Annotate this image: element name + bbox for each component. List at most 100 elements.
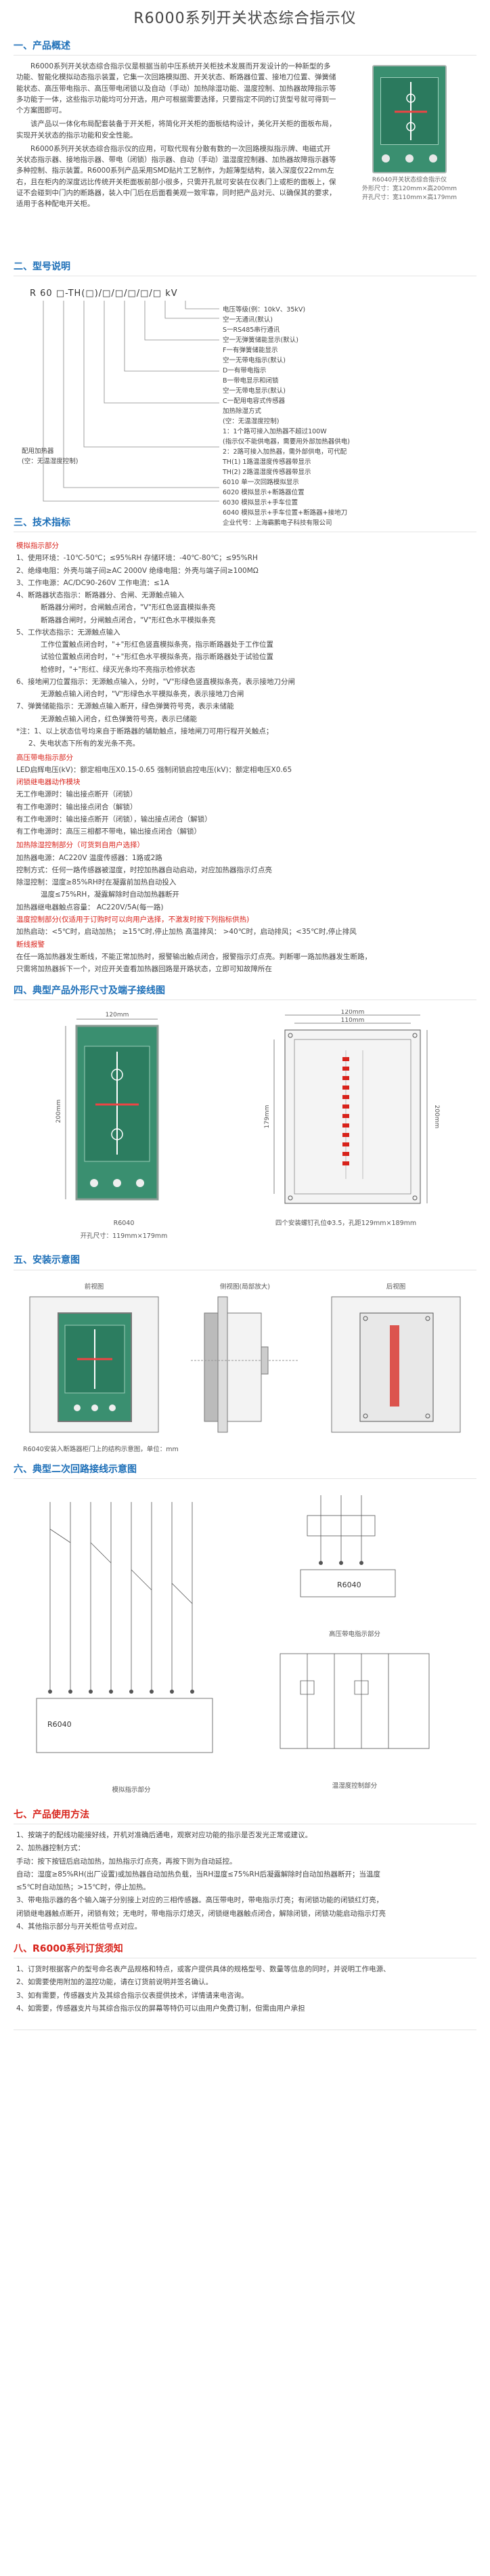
order-item: 4、如需要，传感器支片与其综合指示仪的屏幕等特仍可以由用户免费订制，但需由用户承… (16, 2004, 305, 2013)
order-list: 1、订货时根据客户的型号命名表产品规格和特点，或客户提供具体的规格型号、数量等信… (16, 1964, 474, 2014)
section-overview-header: 一、产品概述 (14, 38, 476, 56)
order-body: 1、订货时根据客户的型号命名表产品规格和特点，或客户提供具体的规格型号、数量等信… (0, 1958, 490, 2023)
tech-line: 1、使用环境：-10℃-50℃；≤95%RH 存储环境：-40℃-80℃；≤95… (16, 554, 258, 563)
tech-line: 4、断路器状态指示：断路器分、合闸、无源触点输入 (16, 591, 185, 600)
section-order-title: 八、R6000系列订货须知 (14, 1943, 123, 1954)
high-voltage-diagram: R6040 (300, 1495, 396, 1597)
section-circuit-header: 六、典型二次回路接线示意图 (14, 1461, 476, 1480)
install-drawings: 前视图 侧视图(局部放大) (16, 1276, 474, 1442)
tech-line: 闭锁继电器动作模块 (16, 778, 81, 787)
circuit-caption: 模拟指示部分 (112, 1786, 151, 1795)
tech-line: 无源触点输入闭合时，"V"形绿色水平模拟条亮，表示接地刀合闸 (41, 690, 244, 699)
width-dim-label: 120mm (106, 1012, 129, 1018)
usage-item: 自动：湿度≥85%RH(出厂设置)或加热器自动加热负载，当RH湿度≤75%RH后… (16, 1870, 381, 1879)
tech-line: 2、失电状态下所有的发光条不亮。 (28, 739, 140, 748)
device-label: R6040 (337, 1581, 361, 1589)
model-item: 6010 单一次回路模拟显示 (223, 479, 299, 486)
section-dimension-title: 四、典型产品外形尺寸及端子接线图 (14, 985, 165, 996)
usage-item: 3、带电指示器的各个输入端子分别接上对应的三相传感器。高压带电时，带电指示灯亮；… (16, 1896, 384, 1905)
usage-list: 1、按端子的配线功能接好线，开机对准确后通电，观察对应功能的指示是否发光正常或建… (16, 1830, 474, 1932)
tech-line: 有工作电源时：输出接点断开（闭锁），输出接点闭合（解锁） (16, 815, 212, 823)
section-install-title: 五、安装示意图 (14, 1255, 80, 1266)
usage-item: 1、按端子的配线功能接好线，开机对准确后通电，观察对应功能的指示是否发光正常或建… (16, 1831, 313, 1840)
section-circuit-title: 六、典型二次回路接线示意图 (14, 1463, 137, 1475)
install-front-view: 前视图 (23, 1280, 165, 1438)
section-dimension-header: 四、典型产品外形尺寸及端子接线图 (14, 983, 476, 1001)
device-button-icon (405, 154, 414, 163)
dimension-drawings: 120mm 200mm R6040 开孔尺寸：119mm×179mm (16, 1006, 474, 1245)
usage-item: 手动：按下按钮后启动加热，加热指示灯点亮，再按下则为自动延控。 (16, 1857, 237, 1866)
section-overview-title: 一、产品概述 (14, 40, 70, 51)
sim-circuit-diagram: R6040 模拟指示部分 (23, 1488, 240, 1796)
circuit-caption: 温湿度控制部分 (332, 1782, 378, 1790)
section-order-header: 八、R6000系列订货须知 (14, 1941, 476, 1959)
section-install-header: 五、安装示意图 (14, 1253, 476, 1270)
tech-body: 模拟指示部分 1、使用环境：-10℃-50℃；≤95%RH 存储环境：-40℃-… (0, 532, 490, 983)
model-left-label: 配用加热器 (22, 448, 54, 455)
photo-caption: R6040开关状态综合指示仪 (372, 177, 447, 184)
usage-item: ≤5℃时自动加热；>15℃时，停止加热。 (16, 1883, 150, 1892)
install-caption: R6040安装入断路器柜门上的结构示意图，单位：mm (23, 1445, 179, 1453)
model-item: F一有弹簧储能显示 (223, 347, 278, 354)
device-label: R6040 (47, 1720, 72, 1729)
height-dim-label: 200mm (55, 1100, 62, 1123)
front-dimension-drawing: 120mm 200mm R6040 开孔尺寸：119mm×179mm (43, 1010, 205, 1241)
model-item: 1：1个路可接入加热器不超过100W (223, 428, 327, 435)
tech-line: 控制方式：任何一路传感器被湿度，时控加热器自动启动，对应加热器指示灯点亮 (16, 865, 272, 874)
usage-item: 2、加热器控制方式： (16, 1844, 85, 1853)
section-usage-title: 七、产品使用方法 (14, 1809, 89, 1820)
photo-caption: 外形尺寸：宽120mm×高200mm (362, 186, 457, 193)
inner-height-dim-label: 179mm (264, 1105, 271, 1129)
usage-body: 1、按端子的配线功能接好线，开机对准确后通电，观察对应功能的指示是否发光正常或建… (0, 1824, 490, 1941)
section-model-header: 二、型号说明 (14, 259, 476, 276)
device-button-icon (382, 154, 390, 163)
dimension-body: 120mm 200mm R6040 开孔尺寸：119mm×179mm (0, 1000, 490, 1252)
tech-group-title: 高压带电指示部分 (16, 753, 73, 762)
tech-line: 试验位置触点闭合时，"+"形红色水平模拟条亮，指示断路器处于试验位置 (41, 653, 273, 662)
model-item: 空一无带电指示(默认) (223, 357, 286, 364)
tech-line: 只需将加热器拆下一个，对应开关查看加热器回路是开路状态，立即可知故障所在 (16, 965, 272, 974)
install-body: 前视图 侧视图(局部放大) (0, 1270, 490, 1461)
model-item: TH(1) 1路温湿度传感器带显示 (223, 458, 311, 466)
section-model-title: 二、型号说明 (14, 261, 70, 272)
model-item: S一RS485串行通讯 (223, 326, 280, 334)
tech-line: 无源触点输入闭合，红色弹簧符号亮，表示已储能 (41, 714, 197, 723)
temp-control-diagram (280, 1653, 430, 1749)
install-back-view: 后视图 (325, 1280, 467, 1438)
model-body: R 60 □-TH(□)/□/□/□/□/□ kV 电压等级(例：10kV、35… (0, 276, 490, 527)
model-item: TH(2) 2路温湿度传感器带显示 (223, 469, 311, 476)
usage-item: 4、其他指示部分与开关柜信号点对应。 (16, 1922, 142, 1931)
model-item: 空一无带电显示(默认) (223, 387, 286, 395)
model-item-list: 电压等级(例：10kV、35kV) 空一无通讯(默认) S一RS485串行通讯 … (223, 305, 480, 528)
overview-paragraph: 该产品以一体化布局配套装备于开关柜，将简化开关柜的面板结构设计，美化开关柜的面板… (16, 120, 336, 139)
page-title: R6000系列开关状态综合指示仪 (133, 9, 357, 27)
section-usage-header: 七、产品使用方法 (14, 1807, 476, 1825)
model-item: 6020 模拟显示+断路器位置 (223, 489, 305, 496)
photo-caption: 开孔尺寸：宽110mm×高179mm (362, 194, 457, 202)
high-voltage-and-temp-diagrams: R6040 高压带电指示部分 温湿度控制部分 (240, 1488, 470, 1796)
install-side-view: 侧视图(局部放大) (177, 1280, 313, 1438)
model-code: R 60 □-TH(□)/□/□/□/□/□ kV (30, 288, 178, 299)
tech-line: 工作位置触点闭合时，"+"形红色竖直模拟条亮，指示断路器处于工作位置 (41, 641, 273, 649)
circuit-body: R6040 模拟指示部分 R6040 (0, 1479, 490, 1807)
tech-line: 7、弹簧储能指示：无源触点输入断开，绿色弹簧符号亮，表示未储能 (16, 702, 234, 711)
model-item: (空：无温湿度控制) (223, 418, 280, 425)
tech-line: 断路器分闸时，合闸触点闭合，"V"形红色竖直模拟条亮 (41, 603, 216, 612)
tech-line: 加热器继电器触点容量： AC220V/5A(每一路) (16, 903, 164, 911)
order-item: 3、如有需要，传感器支片及其综合指示仪表提供技术，详情请来电咨询。 (16, 1991, 248, 2000)
product-photo-box: R6040开关状态综合指示仪 外形尺寸：宽120mm×高200mm 开孔尺寸：宽… (345, 61, 474, 252)
tech-line: 加热启动：<5℃时，启动加热； ≥15℃时,停止加热 高温排风： >40℃时，启… (16, 928, 357, 937)
device-button-icon (429, 154, 437, 163)
tech-line: 加热器电源：AC220V 温度传感器：1路或2路 (16, 853, 162, 862)
tech-line: LED启辉电压(kV)：额定相电压X0.15-0.65 强制闭锁启控电压(kV)… (16, 765, 292, 774)
tech-line: 2、绝缘电阻：外壳与端子间≥AC 2000V 绝缘电阻：外壳与端子间≥100MΩ (16, 566, 259, 575)
tech-line: 无工作电源时：输出接点断开（闭锁） (16, 790, 137, 799)
tech-line: 3、工作电源：AC/DC90-260V 工作电流：≤1A (16, 578, 169, 587)
model-item: 6030 模拟显示+手车位置 (223, 499, 298, 507)
circuit-diagrams: R6040 模拟指示部分 R6040 (16, 1484, 474, 1800)
view-label: 侧视图(局部放大) (220, 1283, 270, 1291)
model-item: 企业代号：上海霸鹏电子科技有限公司 (223, 519, 332, 527)
usage-item: 闭锁继电器触点断开，闭锁有效；无电时，带电指示灯熄灭，闭锁继电器触点闭合，解除闭… (16, 1909, 386, 1918)
tech-line: 检修时，"+"形红、绿灭光条均不亮指示检修状态 (41, 665, 196, 674)
